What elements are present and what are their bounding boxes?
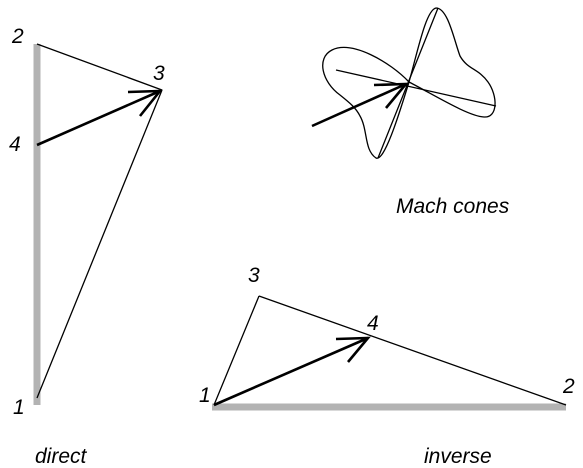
inverse-label-3: 3: [248, 264, 260, 287]
direct-caption: direct: [35, 445, 88, 468]
direct-diagram: 2 3 4 1 direct: [9, 25, 165, 468]
inverse-edge-3-2: [258, 295, 567, 406]
direct-label-3: 3: [153, 62, 165, 85]
direct-label-4: 4: [9, 133, 21, 156]
direct-edge-1-3: [36, 89, 163, 399]
direct-label-1: 1: [13, 396, 25, 419]
inverse-label-2: 2: [562, 375, 575, 398]
mach-caption: Mach cones: [396, 195, 510, 218]
inverse-label-4: 4: [367, 312, 379, 335]
inverse-label-1: 1: [199, 384, 211, 407]
mach-cone-left: [322, 46, 410, 159]
mach-axis-line: [335, 69, 497, 107]
inverse-arrow: [213, 336, 371, 407]
mach-cone-right: [408, 7, 496, 118]
inverse-edge-1-3: [213, 295, 260, 406]
direct-edge-2-3: [36, 43, 163, 91]
inverse-caption: inverse: [424, 445, 492, 468]
mach-cones-diagram: Mach cones: [311, 7, 510, 218]
inverse-diagram: 3 4 1 2 inverse: [199, 264, 575, 468]
mach-arrow: [311, 82, 409, 128]
direct-arrow: [36, 89, 163, 147]
direct-label-2: 2: [11, 25, 24, 48]
